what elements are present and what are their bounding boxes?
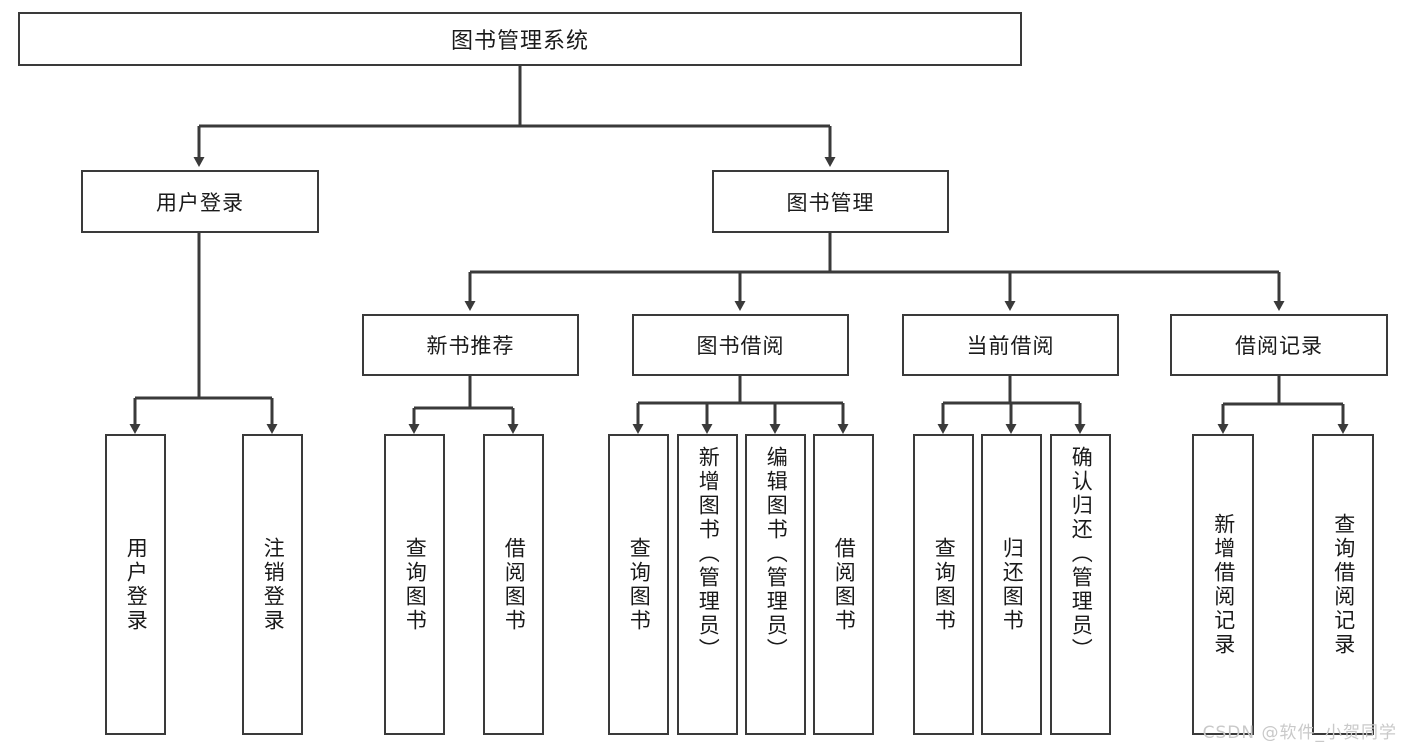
- leaf-current-return-book[interactable]: 归还图书: [981, 434, 1042, 735]
- node-book-borrow[interactable]: 图书借阅: [632, 314, 849, 376]
- node-label: 确认归还（管理员）: [1069, 446, 1094, 662]
- node-label: 新增图书（管理员）: [696, 446, 721, 662]
- node-label: 图书管理: [786, 190, 875, 215]
- leaf-recommend-borrow-book[interactable]: 借阅图书: [483, 434, 544, 735]
- leaf-borrow-borrow-book[interactable]: 借阅图书: [813, 434, 874, 735]
- leaf-user-login[interactable]: 用户登录: [105, 434, 166, 735]
- node-label: 借阅图书: [502, 536, 527, 633]
- node-book-management[interactable]: 图书管理: [712, 170, 949, 233]
- node-label: 图书借阅: [696, 334, 785, 358]
- node-label: 图书管理系统: [450, 29, 589, 54]
- node-label: 新书推荐: [426, 334, 515, 358]
- leaf-current-query-book[interactable]: 查询图书: [913, 434, 974, 735]
- leaf-current-confirm-return-admin[interactable]: 确认归还（管理员）: [1050, 434, 1111, 735]
- node-label: 新增借阅记录: [1211, 512, 1236, 657]
- node-label: 查询借阅记录: [1331, 512, 1356, 657]
- node-label: 用户登录: [156, 190, 244, 215]
- node-label: 借阅图书: [832, 536, 857, 633]
- node-new-book-recommend[interactable]: 新书推荐: [362, 314, 579, 376]
- node-borrow-record[interactable]: 借阅记录: [1170, 314, 1388, 376]
- node-system-root[interactable]: 图书管理系统: [18, 12, 1022, 66]
- leaf-logout-login[interactable]: 注销登录: [242, 434, 303, 735]
- leaf-record-query-borrow-record[interactable]: 查询借阅记录: [1312, 434, 1374, 735]
- node-label: 归还图书: [1000, 536, 1025, 633]
- leaf-recommend-query-book[interactable]: 查询图书: [384, 434, 445, 735]
- node-user-login[interactable]: 用户登录: [81, 170, 319, 233]
- node-current-borrow[interactable]: 当前借阅: [902, 314, 1119, 376]
- node-label: 注销登录: [261, 536, 286, 633]
- node-label: 查询图书: [627, 536, 652, 633]
- node-label: 借阅记录: [1235, 334, 1323, 358]
- node-label: 查询图书: [932, 536, 957, 633]
- node-label: 用户登录: [124, 536, 149, 633]
- node-label: 当前借阅: [966, 334, 1055, 358]
- leaf-record-add-borrow-record[interactable]: 新增借阅记录: [1192, 434, 1254, 735]
- leaf-borrow-query-book[interactable]: 查询图书: [608, 434, 669, 735]
- leaf-borrow-edit-book-admin[interactable]: 编辑图书（管理员）: [745, 434, 806, 735]
- node-label: 查询图书: [403, 536, 428, 633]
- node-label: 编辑图书（管理员）: [764, 446, 789, 662]
- leaf-borrow-add-book-admin[interactable]: 新增图书（管理员）: [677, 434, 738, 735]
